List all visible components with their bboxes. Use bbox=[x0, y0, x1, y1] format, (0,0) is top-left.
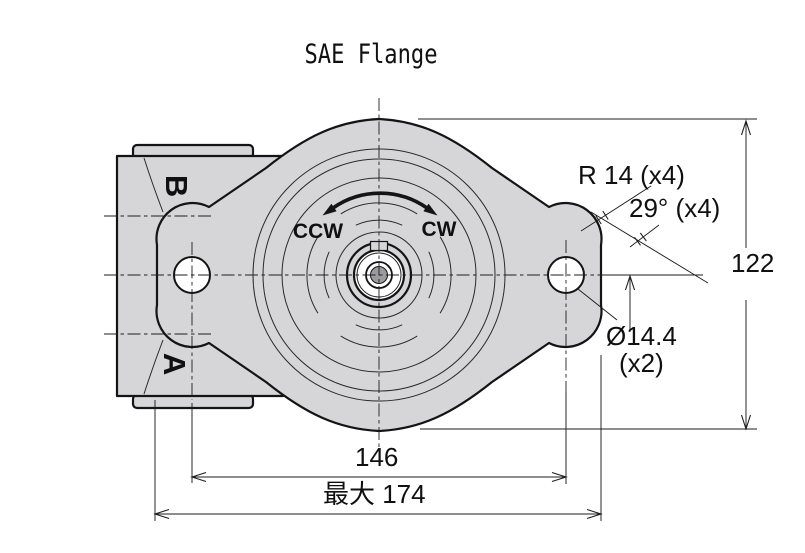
port-b-label: B bbox=[159, 175, 194, 197]
dim-text-max-174: 最大 174 bbox=[323, 479, 426, 509]
label-hole-count: (x2) bbox=[619, 348, 664, 378]
dim-arrow-146-right bbox=[551, 471, 568, 483]
groove-arc-s bbox=[340, 335, 418, 348]
angle-construction-line bbox=[590, 211, 709, 284]
dim-arrow-146-left bbox=[190, 471, 207, 483]
dimension-122: 122 bbox=[418, 118, 774, 431]
dim-arrow-down bbox=[740, 414, 752, 431]
radius-leader-ticks bbox=[595, 210, 609, 225]
groove2-arc-s bbox=[355, 324, 403, 331]
angle-leader-line bbox=[629, 224, 660, 248]
rotation-arrowhead-cw bbox=[423, 203, 438, 216]
dim-arrow-up bbox=[740, 119, 752, 136]
drawing-title: SAE Flange bbox=[305, 39, 438, 70]
angle-arrow-up bbox=[624, 274, 636, 291]
dimension-174: 最大 174 bbox=[153, 355, 603, 521]
corner-callouts: R 14 (x4) 29° (x4) Ø14.4 (x2) bbox=[577, 160, 720, 378]
label-hole-diameter: Ø14.4 bbox=[606, 321, 677, 351]
cw-label: CW bbox=[422, 218, 457, 241]
ccw-label: CCW bbox=[293, 220, 343, 243]
dim-text-122: 122 bbox=[731, 248, 774, 278]
hole-dia-leader-line bbox=[577, 288, 618, 321]
label-corner-angle: 29° (x4) bbox=[629, 193, 720, 223]
fillet-line-b bbox=[143, 157, 164, 213]
dim-text-146: 146 bbox=[355, 442, 398, 472]
label-corner-radius: R 14 (x4) bbox=[578, 160, 685, 190]
groove-arc-w bbox=[306, 236, 319, 314]
rotation-arrowhead-ccw bbox=[322, 203, 337, 216]
port-a-label: A bbox=[157, 353, 192, 375]
radius-leader-line bbox=[580, 185, 652, 232]
angle-leader-ticks bbox=[634, 232, 647, 246]
dim-arrow-174-right bbox=[586, 508, 603, 520]
fillet-line-a bbox=[143, 339, 164, 395]
rotation-arrow bbox=[322, 191, 438, 216]
dimension-146: 146 bbox=[190, 392, 568, 484]
dim-arrow-174-left bbox=[153, 508, 170, 520]
centerlines bbox=[104, 98, 622, 452]
rotation-arrow-arc bbox=[331, 191, 429, 210]
